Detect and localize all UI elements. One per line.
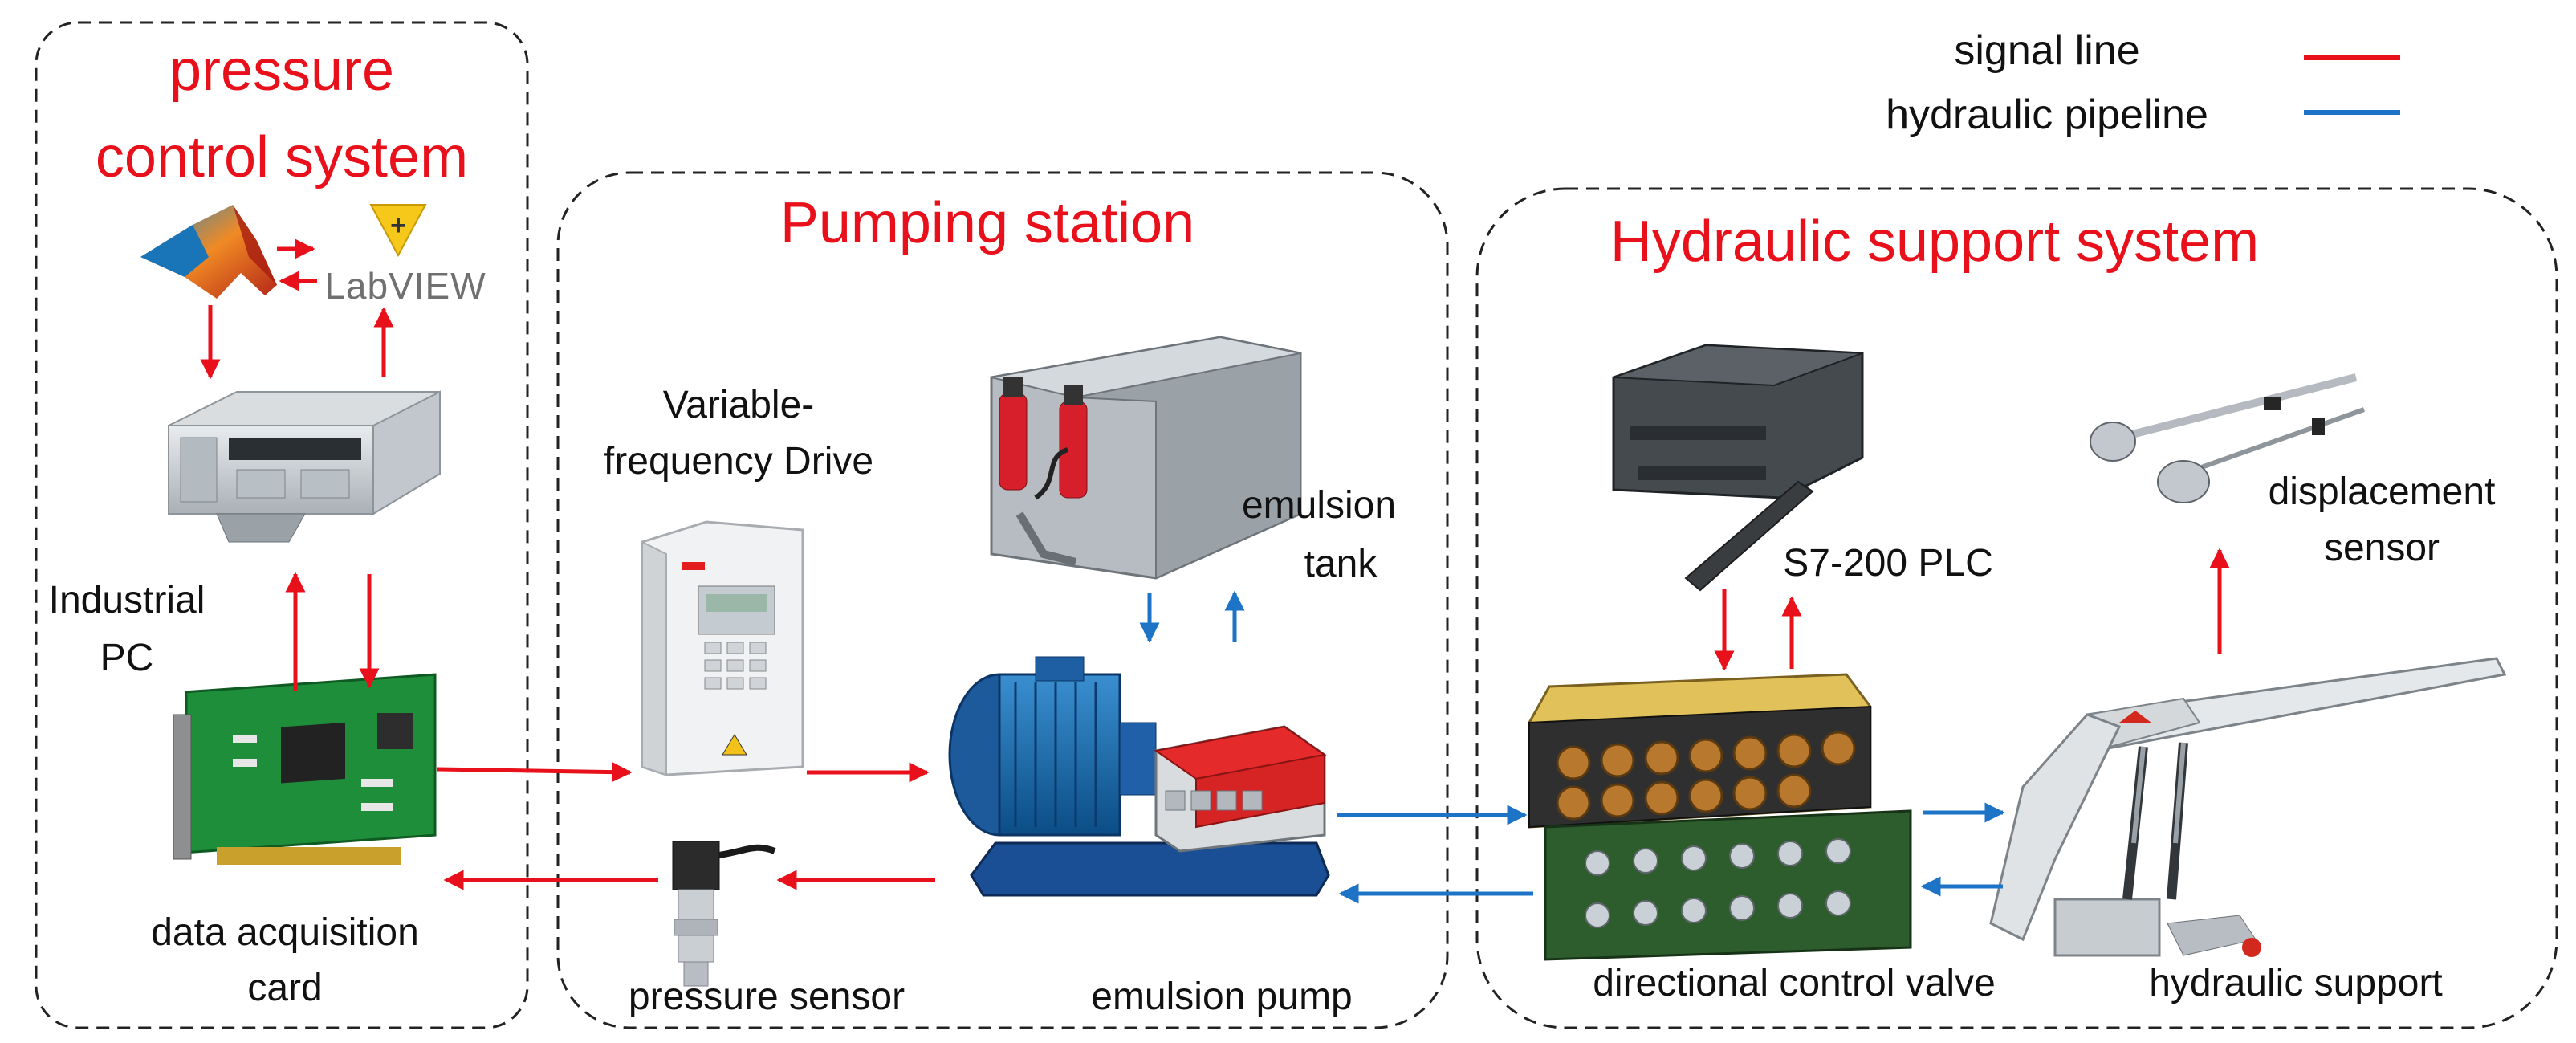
signal-daq-to-vfd: [437, 762, 633, 783]
pressure-sensor-label: pressure sensor: [629, 976, 905, 1018]
pumping-station-title: Pumping station: [780, 191, 1194, 255]
displacement-sensor-image: [2090, 373, 2366, 503]
pressure-sensor-image: [672, 841, 776, 987]
vfd-image: [641, 520, 804, 776]
matlab-logo: [140, 205, 277, 299]
daq-card-label-1: data acquisition: [151, 911, 419, 954]
legend-hydraulic-label: hydraulic pipeline: [1886, 92, 2208, 138]
emulsion-tank-label-1: emulsion: [1242, 484, 1396, 527]
industrial-pc-image: [168, 390, 441, 543]
plc-label: S7-200 PLC: [1783, 542, 1993, 585]
hydraulic-support-image: [1989, 657, 2507, 957]
emulsion-pump-label: emulsion pump: [1091, 976, 1353, 1018]
hydraulic-support-label: hydraulic support: [2149, 962, 2443, 1004]
industrial-pc-label-1: Industrial: [49, 579, 206, 621]
displacement-sensor-label-1: displacement: [2269, 471, 2496, 513]
pumping-station-frame: [556, 171, 1449, 1029]
labview-logo: + LabVIEW: [324, 204, 486, 307]
svg-text:+: +: [390, 210, 406, 241]
displacement-sensor-label-2: sensor: [2324, 527, 2440, 569]
hydraulic-support-system-title: Hydraulic support system: [1610, 210, 2259, 274]
emulsion-tank-image: [990, 336, 1302, 580]
pressure-control-title-1: pressure: [169, 39, 394, 103]
labview-wordmark: LabVIEW: [324, 265, 486, 307]
hydraulic-support-frame: [1475, 187, 2558, 1029]
legend-signal-label: signal line: [1954, 27, 2139, 74]
plc-image: [1612, 344, 1864, 592]
directional-valve-label: directional control valve: [1593, 962, 1996, 1004]
daq-card-label-2: card: [247, 967, 322, 1009]
emulsion-pump-image: [948, 656, 1330, 897]
vfd-label-1: Variable-: [663, 384, 815, 426]
legend: signal line hydraulic pipeline: [1886, 27, 2400, 138]
industrial-pc-label-2: PC: [100, 637, 154, 679]
vfd-label-2: frequency Drive: [604, 440, 873, 483]
emulsion-tank-label-2: tank: [1304, 543, 1378, 585]
daq-card-image: [173, 673, 437, 865]
pressure-control-title-2: control system: [96, 125, 468, 189]
directional-valve-image: [1528, 673, 1912, 961]
